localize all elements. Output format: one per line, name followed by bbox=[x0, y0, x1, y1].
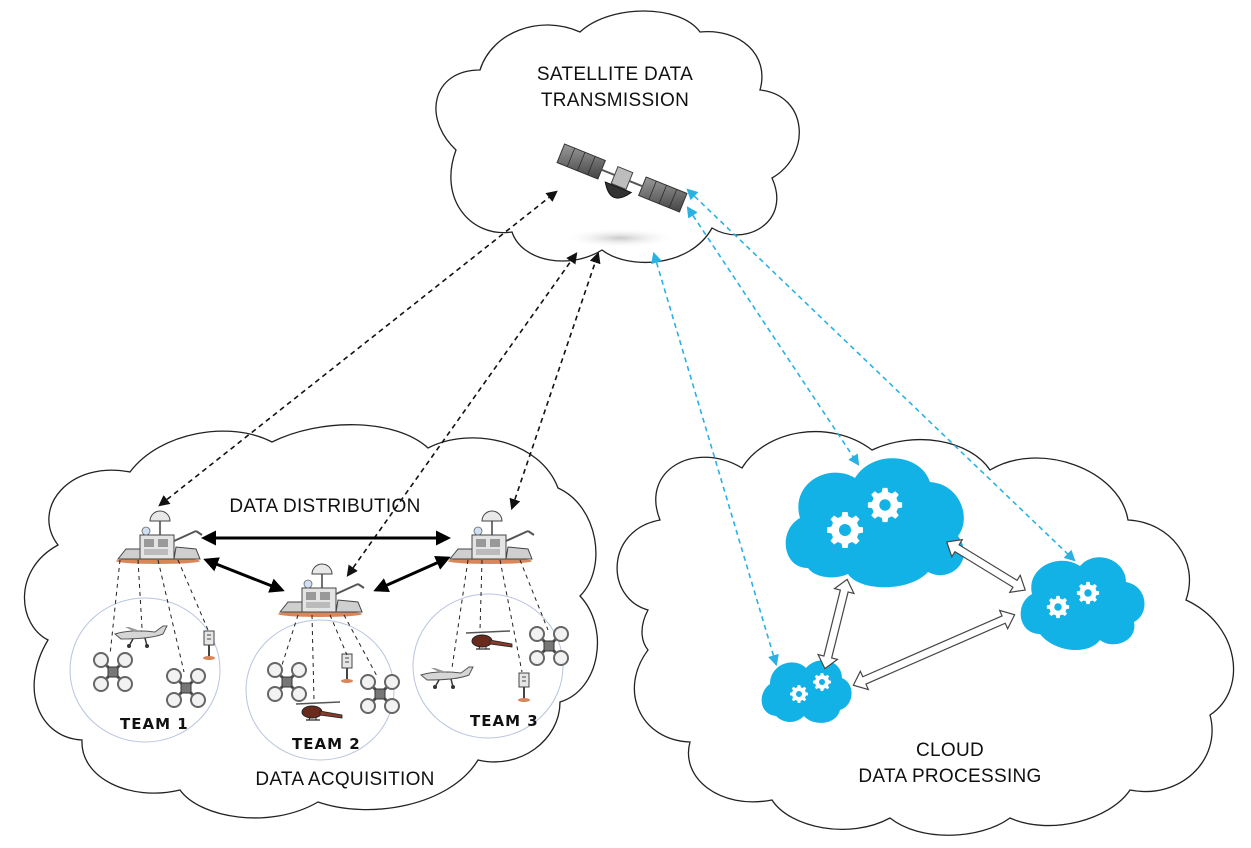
cloud-links bbox=[651, 188, 1076, 667]
acquisition-cloud-outline bbox=[23, 424, 599, 819]
data-distribution-label: DATA DISTRIBUTION bbox=[229, 496, 421, 517]
cloud-processing-title: CLOUD DATA PROCESSING bbox=[830, 738, 1070, 790]
gear-icon bbox=[1076, 581, 1100, 605]
team-1-label: TEAM 1 bbox=[120, 715, 189, 733]
cloud-title-line2: DATA PROCESSING bbox=[858, 766, 1042, 787]
processing-cloud-right bbox=[1020, 557, 1145, 651]
satellite-icon bbox=[556, 143, 688, 248]
satellite-links bbox=[158, 190, 601, 577]
gear-icon bbox=[813, 673, 831, 691]
satellite-title-line2: TRANSMISSION bbox=[540, 90, 690, 111]
processing-cloud-large bbox=[785, 458, 965, 588]
satellite-cloud-outline bbox=[435, 10, 800, 264]
team-3-zone bbox=[412, 593, 564, 739]
cloud-title-line1: CLOUD bbox=[915, 740, 984, 761]
gear-icon bbox=[867, 487, 903, 523]
gear-icon bbox=[790, 685, 808, 703]
gear-icon bbox=[827, 512, 863, 548]
team-2-label: TEAM 2 bbox=[292, 735, 361, 753]
team-3-label: TEAM 3 bbox=[470, 712, 539, 730]
distribution-links bbox=[201, 530, 451, 593]
gear-icon bbox=[1046, 595, 1070, 619]
data-acquisition-label: DATA ACQUISITION bbox=[255, 769, 435, 790]
processing-cloud-small bbox=[761, 660, 852, 723]
team-1-zone bbox=[69, 597, 221, 743]
satellite-title: SATELLITE DATA TRANSMISSION bbox=[515, 62, 715, 114]
team-2-zone bbox=[245, 619, 395, 761]
processing-links bbox=[816, 538, 1027, 691]
satellite-title-line1: SATELLITE DATA bbox=[536, 64, 694, 85]
team-device-links bbox=[109, 559, 549, 701]
